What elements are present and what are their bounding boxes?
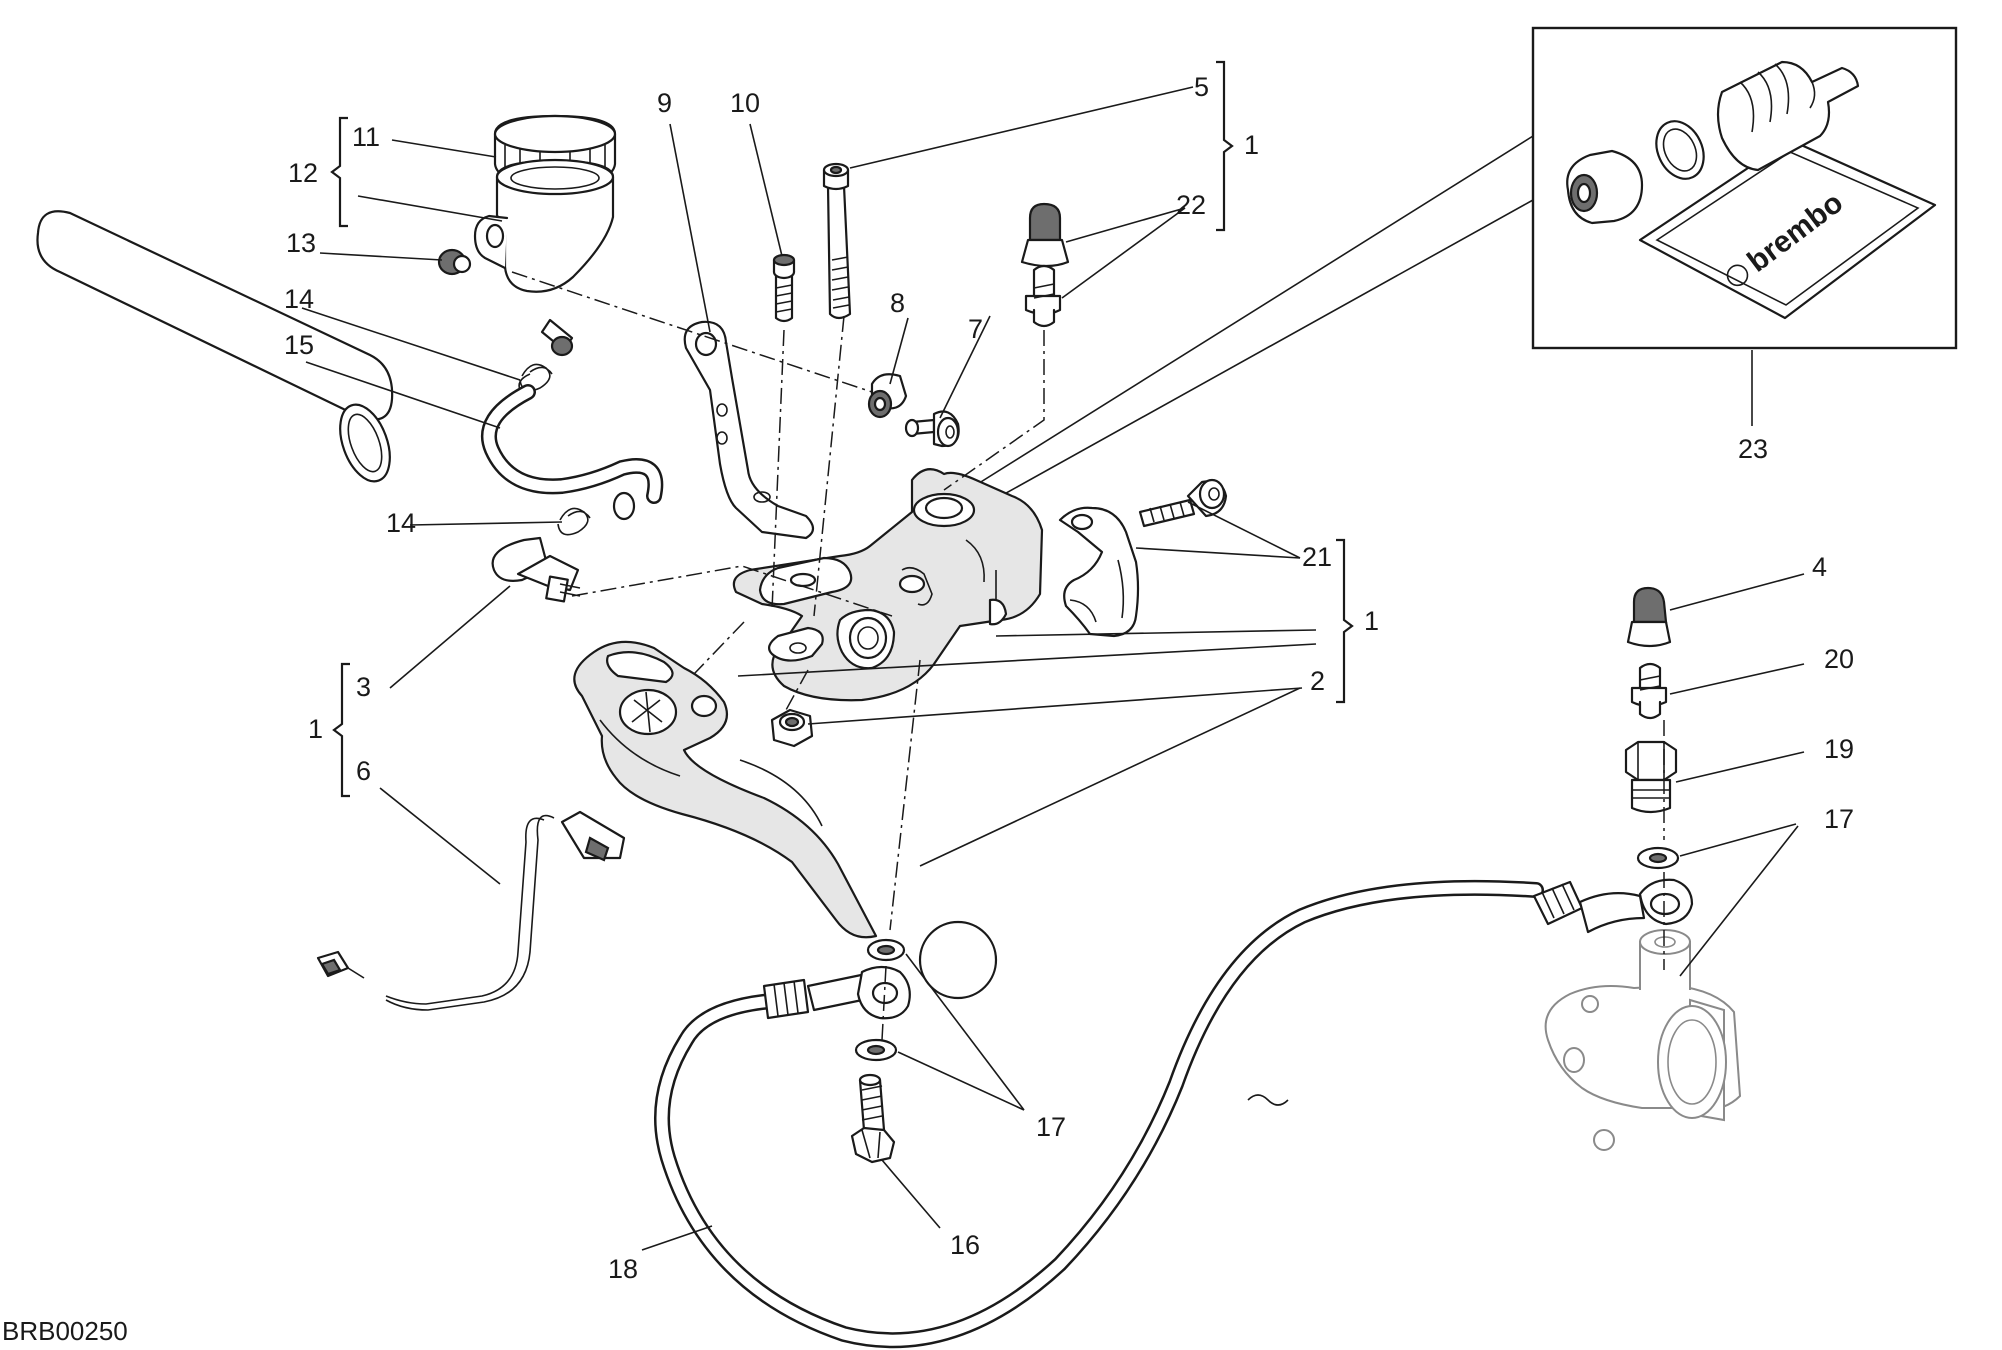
hose-end-fitting-lower: [762, 965, 911, 1020]
grommet-13: [437, 248, 472, 276]
callout-15: 15: [284, 330, 314, 360]
callout-22: 22: [1176, 190, 1206, 220]
handlebar-clamp: [1058, 506, 1140, 638]
callout-1-left: 1: [308, 714, 323, 744]
callout-14-bottom: 14: [386, 508, 416, 538]
drawing-code: BRB00250: [2, 1316, 128, 1346]
hose-clip-lower: [557, 507, 591, 536]
callout-14-top: 14: [284, 284, 314, 314]
callout-12: 12: [288, 158, 318, 188]
sealing-washer-upper: [866, 938, 906, 962]
callout-18: 18: [608, 1254, 638, 1284]
callout-7: 7: [968, 314, 983, 344]
clutch-lever: [573, 640, 998, 1000]
circlip: [1655, 120, 1705, 180]
screw-5: [822, 162, 852, 320]
callout-23: 23: [1738, 434, 1768, 464]
callout-17-right: 17: [1824, 804, 1854, 834]
callout-20: 20: [1824, 644, 1854, 674]
screw-10: [772, 253, 796, 323]
adapter-19: [1624, 740, 1678, 814]
lever-nut: [770, 708, 814, 748]
bleed-valve-upper: [1024, 264, 1062, 328]
callout-16: 16: [950, 1230, 980, 1260]
callout-21: 21: [1302, 542, 1332, 572]
callout-9: 9: [657, 88, 672, 118]
seal-cup: [1566, 149, 1644, 225]
callout-11: 11: [352, 122, 380, 152]
assembly-axes: [511, 271, 1665, 1041]
callout-4: 4: [1812, 552, 1827, 582]
bleed-valve-right: [1630, 662, 1668, 720]
brembo-instruction-card: brembo: [1638, 138, 1937, 320]
sealing-washer-lower: [854, 1038, 898, 1062]
clutch-switch-cable: [316, 810, 626, 1011]
repair-kit-inset: brembo: [967, 26, 1958, 503]
callout-17-lower: 17: [1036, 1112, 1066, 1142]
hose-end-fitting-upper: [1532, 878, 1694, 934]
bushing-8: [867, 373, 908, 419]
sealing-washer-right-upper: [1636, 846, 1680, 870]
callout-2: 2: [1310, 666, 1325, 696]
callout-1-mid: 1: [1364, 606, 1379, 636]
bleed-cap-right: [1626, 586, 1672, 648]
mounting-bracket: [683, 320, 815, 540]
reservoir-hose: [480, 384, 664, 521]
callout-19: 19: [1824, 734, 1854, 764]
callout-1-top: 1: [1244, 130, 1259, 160]
piston: [1716, 60, 1860, 172]
reservoir-body: [473, 158, 615, 357]
grouping-brackets: [330, 60, 1354, 798]
master-cylinder-body: [732, 468, 1044, 702]
callout-10: 10: [730, 88, 760, 118]
slave-cylinder: [1544, 929, 1742, 1151]
hydraulic-hose: [654, 879, 1544, 1349]
bleed-cap-upper: [1020, 202, 1070, 268]
callout-3: 3: [356, 672, 371, 702]
callout-13: 13: [286, 228, 316, 258]
leader-lines: [301, 86, 1805, 1251]
handlebar: [36, 210, 394, 483]
hose-fitting-3: [491, 536, 581, 603]
callout-5: 5: [1194, 72, 1209, 102]
clamp-screw-21: [1138, 478, 1228, 528]
callout-6: 6: [356, 756, 371, 786]
pivot-bolt-7: [904, 410, 960, 448]
callout-8: 8: [890, 288, 905, 318]
callout-labels: 11 12 13 14 15 14 3 1 6 9 10 5 1 22 8 7 …: [284, 72, 1854, 1284]
banjo-bolt-16: [850, 1073, 896, 1164]
